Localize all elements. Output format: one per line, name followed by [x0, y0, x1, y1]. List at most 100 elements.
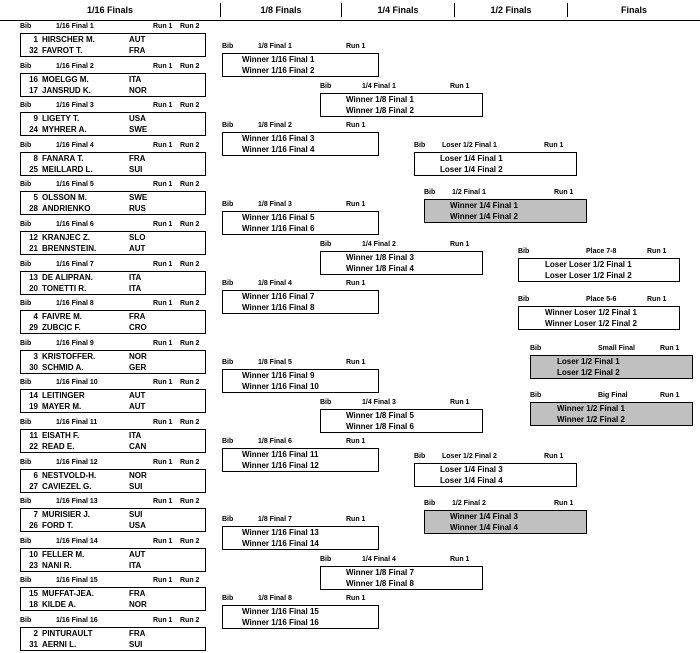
- match-title: 1/16 Final 9: [56, 339, 94, 347]
- match-title: Place 5-6: [586, 296, 617, 303]
- bib-label: Bib: [20, 102, 32, 110]
- competitor-slot: Winner 1/8 Final 5: [346, 411, 414, 420]
- competitor-row: Winner 1/8 Final 8: [321, 578, 484, 590]
- nation-code: NOR: [129, 351, 147, 361]
- athlete-name: MURISIER J.: [42, 510, 91, 520]
- athlete-name: BRENNSTEIN.: [42, 244, 97, 253]
- run1-label: Run 1: [153, 221, 173, 228]
- bib-label: Bib: [20, 577, 32, 585]
- athlete-name: MOELGG M.: [42, 74, 89, 84]
- bib-label: Bib: [222, 358, 234, 366]
- bib-label: Bib: [424, 500, 436, 507]
- bib-number: 16: [29, 74, 38, 84]
- bib-number: 10: [29, 549, 38, 559]
- bib-label: Bib: [20, 221, 32, 228]
- bib-number: 11: [29, 431, 38, 440]
- match-title: Place 7-8: [586, 248, 617, 255]
- bib-number: 9: [33, 114, 38, 124]
- header-divider: [341, 3, 342, 17]
- bib-label: Bib: [320, 399, 332, 406]
- match-title: 1/16 Final 7: [56, 260, 94, 268]
- competitor-slot: Winner 1/2 Final 2: [557, 415, 625, 424]
- bib-number: 31: [29, 640, 38, 649]
- competitor-row: Winner 1/2 Final 1: [531, 403, 694, 415]
- competitor-row: Winner 1/16 Final 6: [223, 223, 380, 235]
- competitor-slot: Loser 1/4 Final 3: [440, 465, 503, 474]
- bib-label: Bib: [530, 392, 542, 399]
- athlete-name: JANSRUD K.: [42, 85, 91, 95]
- run2-label: Run 2: [180, 260, 200, 268]
- run1-label: Run 1: [450, 241, 470, 248]
- run1-label: Run 1: [153, 537, 173, 545]
- athlete-name: MYHRER A.: [42, 125, 87, 135]
- match-box: Loser 1/4 Final 3 Loser 1/4 Final 4: [414, 463, 577, 487]
- run2-label: Run 2: [180, 617, 200, 624]
- competitor-row: Winner 1/8 Final 5: [321, 410, 484, 422]
- run1-label: Run 1: [153, 181, 173, 189]
- bib-label: Bib: [414, 142, 426, 149]
- competitor-row: Winner 1/2 Final 2: [531, 414, 694, 426]
- match-title: 1/8 Final 1: [258, 43, 292, 50]
- bib-label: Bib: [20, 379, 32, 387]
- run1-label: Run 1: [153, 102, 173, 110]
- nation-code: AUT: [129, 244, 146, 253]
- match-title: 1/8 Final 2: [258, 121, 292, 129]
- competitor-slot: Loser 1/4 Final 4: [440, 476, 503, 485]
- competitor-row: Winner 1/4 Final 4: [425, 522, 588, 534]
- run1-label: Run 1: [450, 399, 470, 406]
- run2-label: Run 2: [180, 537, 200, 545]
- competitor-row: Winner 1/4 Final 3: [425, 511, 588, 523]
- run1-label: Run 1: [544, 453, 564, 460]
- bib-number: 30: [29, 362, 38, 372]
- bib-number: 29: [29, 323, 38, 333]
- nation-code: FRA: [129, 629, 146, 638]
- bib-label: Bib: [222, 516, 234, 524]
- nation-code: FRA: [129, 589, 146, 599]
- athlete-name: HIRSCHER M.: [42, 35, 95, 44]
- match-title: 1/16 Final 11: [56, 419, 98, 426]
- competitor-slot: Winner 1/16 Final 12: [242, 460, 319, 470]
- athlete-name: FORD T.: [42, 521, 74, 531]
- match-title: 1/16 Final 12: [56, 458, 98, 466]
- run2-label: Run 2: [180, 62, 200, 70]
- header-finals: Finals: [620, 5, 647, 15]
- bib-label: Bib: [20, 339, 32, 347]
- competitor-slot: Winner 1/4 Final 1: [450, 201, 518, 210]
- match-title: 1/8 Final 7: [258, 516, 292, 524]
- nation-code: SUI: [129, 640, 143, 649]
- nation-code: CAN: [129, 442, 147, 451]
- athlete-name: SCHMID A.: [42, 362, 84, 372]
- run2-label: Run 2: [180, 339, 200, 347]
- match-title: 1/16 Final 3: [56, 102, 94, 110]
- competitor-slot: Winner 1/2 Final 1: [557, 404, 625, 413]
- bib-label: Bib: [20, 62, 32, 70]
- competitor-slot: Winner Loser 1/2 Final 2: [545, 319, 637, 328]
- match-title: 1/4 Final 2: [362, 241, 396, 248]
- bib-number: 2: [33, 629, 38, 638]
- match-title: 1/16 Final 4: [56, 141, 94, 149]
- bib-label: Bib: [222, 595, 234, 603]
- nation-code: AUT: [129, 402, 146, 412]
- bib-label: Bib: [20, 458, 32, 466]
- run2-label: Run 2: [180, 498, 200, 506]
